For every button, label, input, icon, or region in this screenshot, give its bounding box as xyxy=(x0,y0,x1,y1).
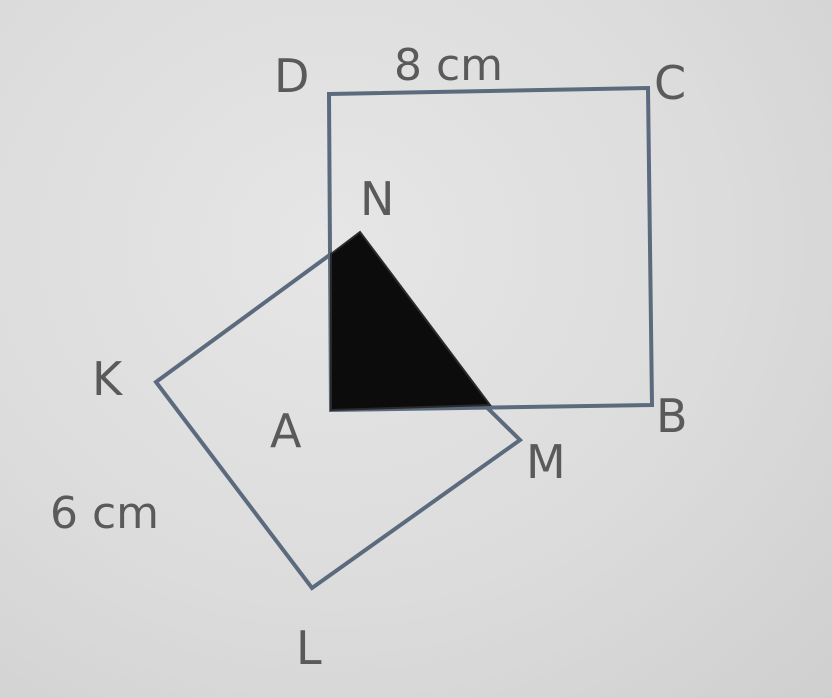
square-klmn xyxy=(153,251,524,591)
label-k: K xyxy=(92,352,124,406)
measure-left-side: 6 cm xyxy=(50,488,159,539)
label-d: D xyxy=(274,49,309,103)
label-a: A xyxy=(270,404,302,458)
label-n: N xyxy=(360,172,394,226)
label-m: M xyxy=(526,435,566,489)
label-b: B xyxy=(656,389,688,443)
label-c: C xyxy=(654,56,686,110)
label-l: L xyxy=(296,621,322,675)
measure-top-side: 8 cm xyxy=(394,40,503,91)
shaded-overlap-region xyxy=(330,230,492,412)
